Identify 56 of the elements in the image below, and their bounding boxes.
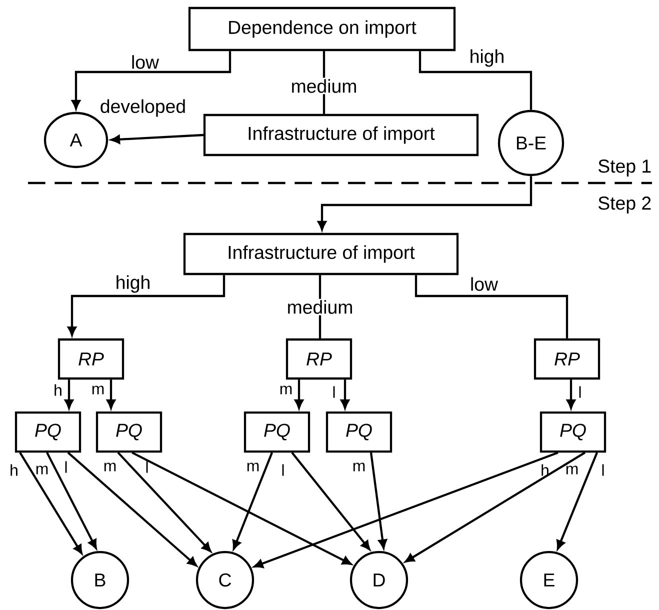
arrow — [556, 452, 598, 550]
edge-label: low — [132, 55, 160, 69]
text-box: RP — [58, 338, 124, 380]
arrow — [117, 452, 212, 552]
edge-label: l — [146, 461, 148, 473]
edge-label: medium — [285, 298, 355, 316]
text-box: PQ — [540, 411, 606, 453]
text-box: RP — [286, 338, 352, 380]
edge-label: m — [92, 386, 104, 394]
edge-label: low — [471, 277, 498, 291]
step-label: Step 2 — [598, 196, 651, 214]
arrow — [318, 176, 532, 230]
edge-label: m — [280, 386, 292, 394]
edge-label: h — [54, 384, 62, 396]
arrow — [291, 452, 370, 550]
arrow — [46, 452, 97, 549]
edge-label: l — [579, 386, 581, 398]
edge-label: l — [282, 464, 284, 476]
edge-label: l — [333, 386, 335, 398]
text-box: RP — [534, 338, 600, 380]
edge-label: high — [470, 49, 504, 67]
arrow — [67, 452, 197, 566]
edge-label: l — [602, 464, 604, 476]
arrow — [110, 134, 204, 144]
arrow — [566, 380, 576, 409]
arrow — [132, 452, 352, 565]
edge-label: m — [566, 466, 578, 474]
arrow — [254, 452, 558, 568]
text-box: PQ — [14, 411, 82, 453]
text-box: PQ — [244, 411, 310, 453]
text-box: PQ — [96, 411, 162, 453]
edge-label: high — [116, 275, 150, 293]
text-box: PQ — [326, 411, 392, 453]
arrow — [404, 452, 586, 562]
text-box: Infrastructure of import — [183, 232, 459, 276]
edge-label: m — [353, 462, 365, 472]
connector-line — [414, 275, 568, 338]
arrow — [340, 380, 350, 409]
arrow — [370, 452, 387, 549]
step-label: Step 1 — [598, 160, 651, 176]
arrow — [106, 380, 116, 409]
arrow — [19, 452, 82, 554]
edge-label: m — [247, 462, 259, 472]
edge-label: medium — [289, 78, 359, 94]
text-box: Dependence on import — [188, 6, 456, 52]
arrow — [72, 51, 232, 110]
edge-label: m — [104, 462, 116, 472]
edge-label: h — [10, 464, 18, 476]
text-box: Infrastructure of import — [203, 114, 479, 156]
arrow — [64, 380, 74, 409]
arrow — [294, 380, 304, 409]
connector-line — [418, 51, 532, 110]
arrow — [232, 452, 273, 550]
edge-label: l — [65, 461, 67, 473]
edge-label: m — [36, 466, 48, 474]
arrow — [68, 275, 226, 336]
